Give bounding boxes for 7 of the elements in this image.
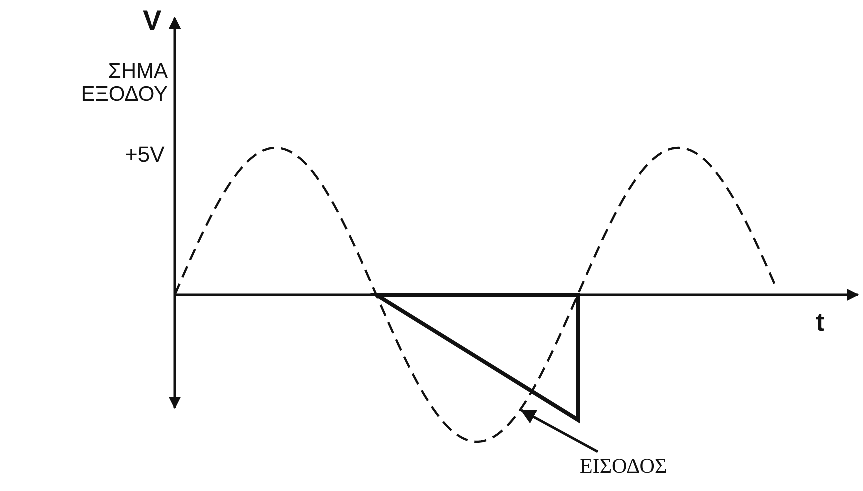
value-label: +5V — [125, 143, 165, 168]
input-label: ΕΙΣΟΔΟΣ — [580, 455, 668, 478]
input-waveform — [174, 146, 778, 444]
axis-label: V — [143, 6, 162, 37]
leader-arrow — [520, 410, 599, 454]
output-label: ΣΗΜΑ ΕΞΟΔΟΥ — [80, 60, 168, 106]
axis-label: t — [816, 308, 825, 337]
